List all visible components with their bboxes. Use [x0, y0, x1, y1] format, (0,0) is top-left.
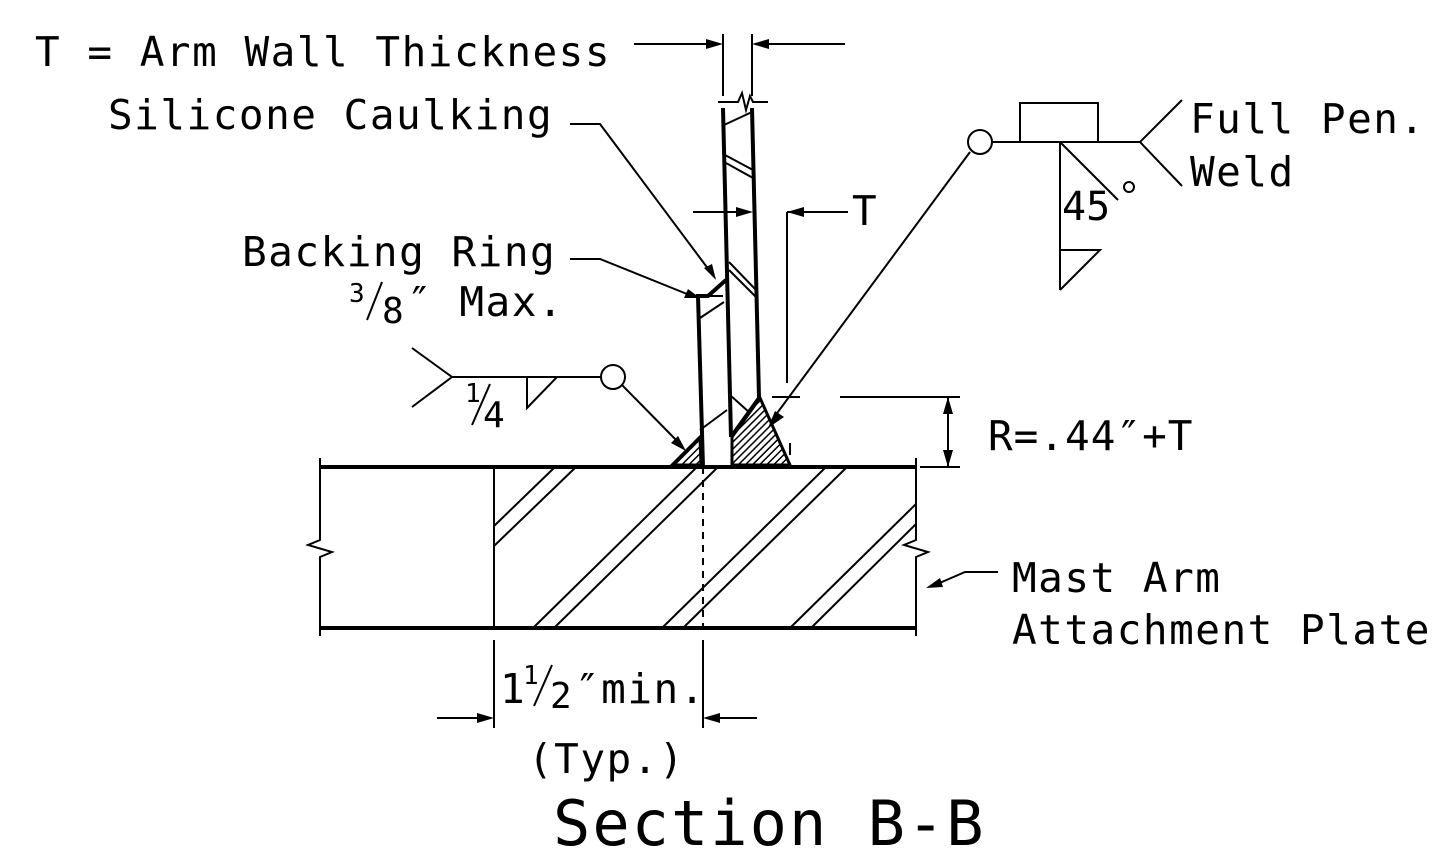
full-pen-weld-symbol [768, 99, 1183, 428]
arm-thickness-dimension [634, 34, 845, 96]
min-fraction-slash [533, 664, 553, 707]
arm-wall-thickness-label: T = Arm Wall Thickness [35, 28, 611, 76]
fillet-size-label: 1 4 [465, 379, 505, 436]
arm-inner-face [721, 107, 733, 438]
silicone-caulking-leader [570, 123, 716, 280]
min-distance-label: 1 1 2 ″min. [500, 661, 706, 717]
wall-thickness-dimension [693, 207, 848, 383]
typical-label: (Typ.) [528, 735, 685, 783]
backing-ring-leader [570, 258, 700, 298]
backing-ring-hatch [699, 301, 725, 319]
radius-label: R=.44″+T [988, 412, 1193, 460]
radius-dimension [772, 396, 960, 468]
weld-arrow-head [768, 411, 784, 428]
full-pen-label-line1: Full Pen. [1190, 95, 1426, 143]
arm-wall-hatching [723, 111, 758, 414]
backing-ring-max-label: 3 8 ″ Max. [349, 278, 564, 332]
silicone-caulking-label: Silicone Caulking [108, 91, 553, 139]
backing-ring-max-suffix: ″ Max. [407, 278, 564, 326]
fraction-three-eighths-denominator: 8 [382, 291, 404, 332]
bevel-angle-value: 45 [1062, 184, 1110, 230]
degree-symbol [1123, 181, 1135, 193]
min-distance-dimension [437, 640, 757, 728]
backing-ring-label: Backing Ring [242, 228, 556, 276]
plate-right-break-line [901, 458, 931, 636]
attachment-plate-label: Attachment Plate [1012, 606, 1431, 654]
fraction-three-eighths-numerator: 3 [349, 279, 365, 309]
plate-hatching [493, 466, 917, 629]
backing-ring-hatch-2 [699, 409, 728, 431]
arm-outer-face [750, 107, 761, 399]
min-distance-suffix: ″min. [575, 665, 706, 713]
weld-arrow-leader [771, 151, 971, 421]
fillet-weld-symbol [411, 347, 686, 451]
fillet-size-denominator: 4 [483, 395, 505, 436]
fillet-arrow-head [671, 436, 686, 451]
min-distance-numerator: 1 [523, 661, 539, 691]
fillet-weld-tail [411, 347, 454, 408]
weld-tail [1138, 99, 1183, 187]
fillet-triangle [526, 376, 558, 411]
mast-arm-label: Mast Arm [1012, 554, 1221, 602]
fraction-slash [366, 281, 383, 321]
arm-wall [718, 89, 768, 439]
t-dimension-label: T [852, 187, 877, 235]
backing-ring [695, 278, 728, 468]
backing-ring-outline [695, 278, 728, 468]
fillet-arrow-leader [621, 384, 681, 445]
flag-field-weld-triangle [1059, 249, 1103, 291]
fillet-size-numerator: 1 [465, 379, 481, 409]
bevel-groove-leg [1059, 141, 1119, 201]
attachment-plate [305, 458, 931, 636]
arm-top-break [718, 89, 768, 114]
min-distance-whole: 1 [500, 665, 525, 713]
full-pen-label-line2: Weld [1190, 148, 1295, 196]
fillet-all-around-circle [600, 364, 626, 390]
full-penetration-weld [730, 395, 793, 467]
section-title: Section B-B [553, 787, 986, 854]
min-distance-denominator: 2 [550, 676, 572, 717]
backing-symbol [1019, 102, 1099, 143]
fillet-fraction-slash [471, 383, 491, 426]
weld-all-around-circle [967, 129, 993, 155]
plate-leader [926, 571, 998, 588]
plate-left-break-line [305, 458, 335, 636]
